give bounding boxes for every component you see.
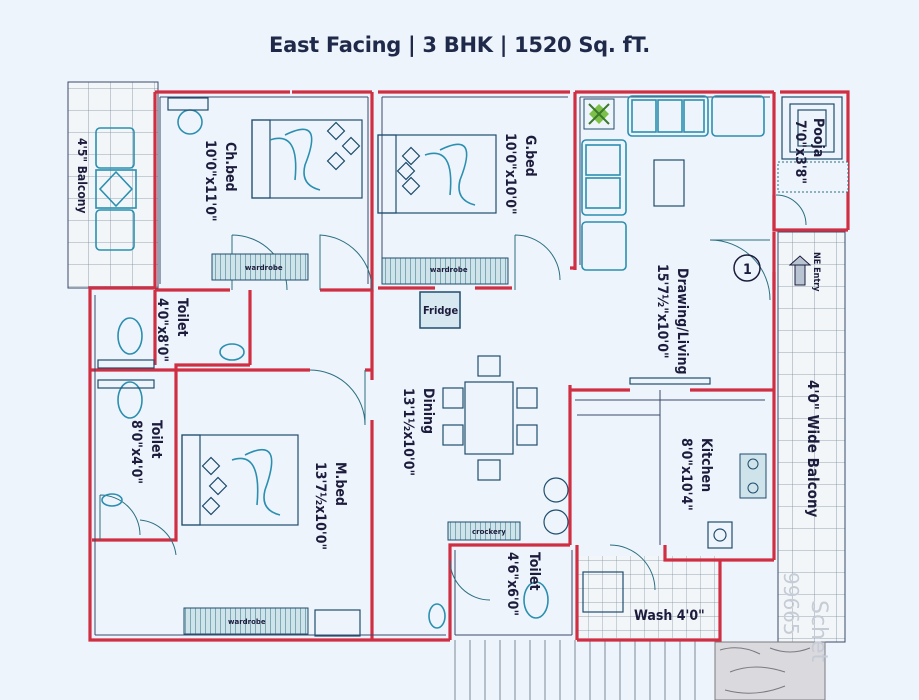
wardrobe-label-g: wardrobe xyxy=(430,266,468,274)
fridge xyxy=(419,291,461,329)
dining-table xyxy=(442,355,538,481)
entry-marker xyxy=(733,254,812,286)
m-bed-size: 13'7½x10'0" xyxy=(312,462,328,550)
right-balcony-area xyxy=(777,231,846,643)
crockery-label: crockery xyxy=(472,528,506,536)
pooja-name: Pooja xyxy=(810,118,826,157)
left-balcony-area xyxy=(67,81,159,289)
doors xyxy=(99,194,807,601)
m-bed-furniture xyxy=(181,434,361,637)
kitchen-size: 8'0"x10'4" xyxy=(678,438,694,511)
watermark-text: Schet xyxy=(806,600,831,663)
wardrobe-label-ch: wardrobe xyxy=(245,264,283,272)
pooja-size: 7'0"x3'8" xyxy=(792,120,808,184)
kitchen-fixtures xyxy=(447,453,767,549)
g-bed-furniture xyxy=(377,134,509,285)
toilet2-size: 8'0"x4'0" xyxy=(128,420,144,484)
toilet3-name: Toilet xyxy=(526,552,542,591)
toilet1-name: Toilet xyxy=(174,298,190,337)
g-bed-size: 10'0"x10'0" xyxy=(502,133,518,215)
wardrobe-label-m: wardrobe xyxy=(228,618,266,626)
toilet-fixtures xyxy=(97,317,624,629)
fridge-label: Fridge xyxy=(423,304,458,317)
balcony-left-label: 4'5" Balcony xyxy=(75,138,89,213)
drawing-size: 15'7½"x10'0" xyxy=(654,264,670,359)
entrance-steps xyxy=(454,640,696,700)
dining-size: 13'1½x10'0" xyxy=(400,388,416,476)
toilet3-size: 4'6"x6'0" xyxy=(504,552,520,616)
ch-bed-size: 10'0"x11'0" xyxy=(202,140,218,222)
toilet1-size: 4'0"x8'0" xyxy=(154,298,170,362)
g-bed-name: G.bed xyxy=(522,135,538,177)
toilet2-name: Toilet xyxy=(148,420,164,459)
ch-bed-name: Ch.bed xyxy=(222,142,238,192)
plan-title: East Facing | 3 BHK | 1520 Sq. fT. xyxy=(269,33,650,57)
wash-label: Wash 4'0" xyxy=(634,608,705,624)
ne-entry-label: NE Entry xyxy=(811,252,821,292)
balcony-chairs xyxy=(95,127,137,251)
entry-number: 1 xyxy=(743,262,752,278)
watermark-number: 99665 xyxy=(779,572,803,636)
kitchen-name: Kitchen xyxy=(698,438,714,492)
pooja-unit xyxy=(777,96,849,193)
inner-wall-lines xyxy=(94,96,770,636)
m-bed-name: M.bed xyxy=(332,462,348,506)
ch-bed-furniture xyxy=(167,97,363,281)
drawing-name: Drawing/Living xyxy=(674,268,690,375)
balcony-right-label: 4'0" Wide Balcony xyxy=(804,380,822,518)
wash-area xyxy=(577,556,719,638)
living-furniture xyxy=(581,95,765,385)
dining-name: Dining xyxy=(420,388,436,434)
